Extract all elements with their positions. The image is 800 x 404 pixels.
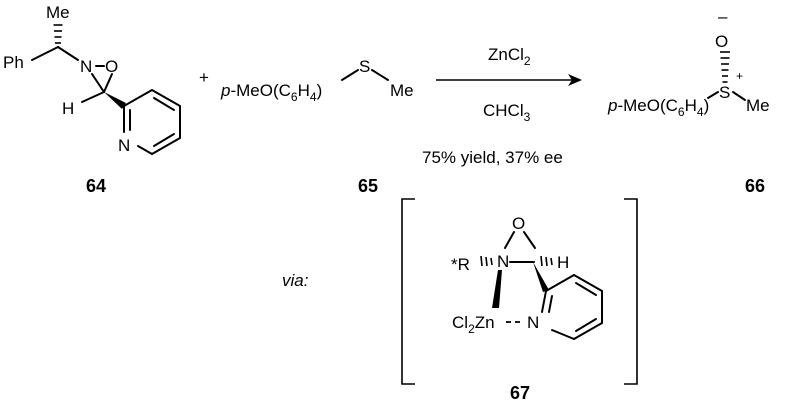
solvent-chcl3: CHCl3	[483, 101, 531, 124]
sulfur-positive-charge: +	[736, 69, 743, 83]
arrowhead	[568, 74, 582, 86]
pyridine-ring-67	[541, 274, 603, 340]
compound-number-64: 64	[86, 176, 106, 196]
compound-number-67: 67	[510, 383, 530, 403]
intermediate-67: O N *R H Cl2Zn	[401, 198, 638, 403]
sulfur-label-66: S	[719, 83, 730, 102]
via-label: via:	[282, 271, 309, 290]
compound-65: p-MeO(C6H4) S Me 65	[220, 57, 414, 196]
compound-number-66: 66	[745, 176, 765, 196]
nitrogen-label: N	[80, 57, 92, 76]
aryl-s-bond	[341, 69, 359, 81]
compound-66: O – p-MeO(C6H4) S + Me 66	[607, 7, 770, 196]
ch-n-bond	[57, 46, 79, 61]
ring-hydrogen-label: H	[557, 253, 569, 272]
pyridine-ring	[123, 89, 181, 155]
n-zn-wedge	[492, 270, 502, 308]
o-c-bond	[103, 73, 113, 93]
zinc-chloride-label: Cl2Zn	[452, 313, 495, 336]
r-hashed-bond	[480, 255, 493, 267]
o-n-bond-67	[504, 231, 515, 249]
hydrogen-label: H	[62, 99, 74, 118]
o-c-bond-67	[523, 231, 536, 249]
methyl-label: Me	[46, 3, 70, 22]
compound-64: Me Ph N O H N 64	[3, 3, 181, 196]
s-o-hashed-bond	[720, 51, 730, 83]
oxygen-label: O	[105, 57, 118, 76]
phenyl-bond	[31, 46, 59, 61]
me-hashed-bond	[53, 24, 63, 44]
sulfur-label-65: S	[359, 57, 370, 76]
c-h-bond	[81, 91, 105, 103]
n-c-bond	[91, 73, 105, 93]
left-bracket	[401, 198, 415, 385]
aryl-group-65: p-MeO(C6H4)	[220, 81, 322, 104]
r-group-label: *R	[451, 255, 470, 274]
c-h-hashed-bond	[540, 255, 553, 267]
wedge-bond	[104, 92, 126, 109]
yield-ee-label: 75% yield, 37% ee	[422, 148, 563, 167]
s-me-bond	[371, 69, 389, 81]
ring-nitrogen-label: N	[497, 252, 509, 271]
pyridine-nitrogen-label: N	[118, 136, 130, 155]
ring-oxygen-label: O	[512, 214, 525, 233]
reaction-arrow-group: ZnCl2 CHCl3 75% yield, 37% ee	[422, 45, 582, 167]
aryl-s-bond-66	[707, 91, 719, 99]
compound-number-65: 65	[358, 176, 378, 196]
c-pyridine-wedge	[533, 262, 549, 292]
oxygen-negative-charge: –	[718, 7, 728, 26]
plus-sign: +	[199, 68, 209, 87]
aryl-group-66: p-MeO(C6H4)	[607, 96, 709, 119]
pyridine-nitrogen-label-67: N	[527, 313, 539, 332]
methyl-label-65: Me	[390, 81, 414, 100]
right-bracket	[624, 198, 638, 385]
reagent-zncl2: ZnCl2	[488, 45, 531, 68]
phenyl-label: Ph	[3, 53, 24, 72]
s-me-bond-66	[732, 91, 746, 101]
methyl-label-66: Me	[746, 96, 770, 115]
sulfoxide-oxygen-label: O	[715, 32, 728, 51]
